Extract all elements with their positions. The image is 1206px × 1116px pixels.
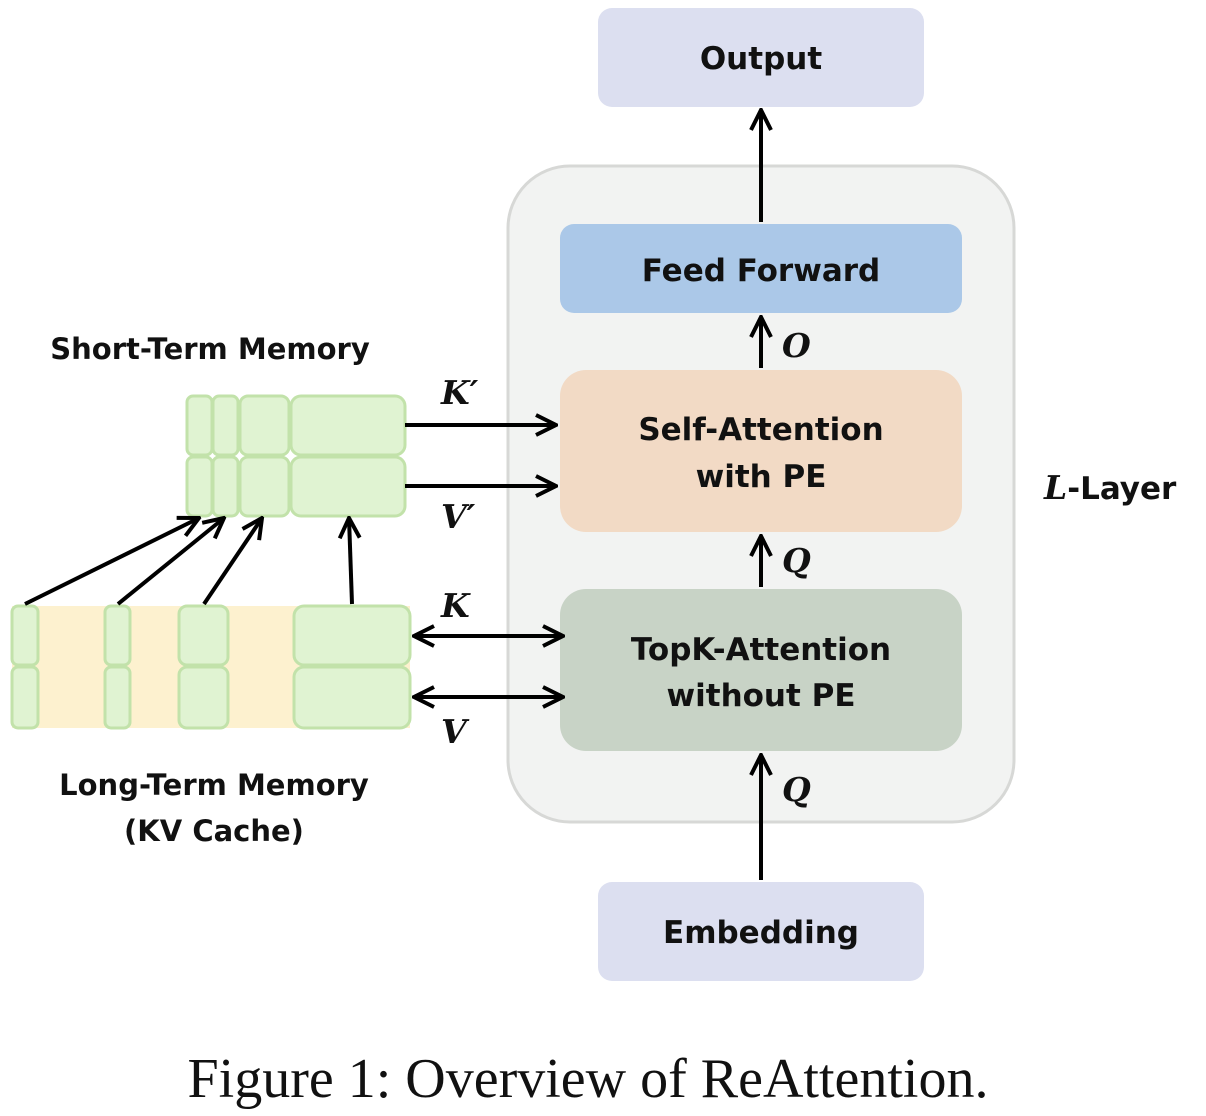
stm-cell (211, 394, 240, 457)
symbol-v-prime: V′ (441, 497, 476, 536)
short-term-memory-label: Short-Term Memory (50, 332, 370, 366)
symbol-q-bottom: Q (782, 770, 811, 809)
self-attention-label-line1: Self-Attention (638, 412, 883, 448)
stm-cell (185, 394, 214, 457)
symbol-k: K (440, 586, 471, 625)
symbol-v: V (441, 712, 470, 751)
embedding-box (598, 882, 924, 981)
figure-caption: Figure 1: Overview of ReAttention. (188, 1048, 989, 1110)
ltm-cell (292, 604, 412, 667)
arrow-select-token-2 (116, 518, 224, 606)
output-box (598, 8, 924, 107)
feed-forward-label: Feed Forward (642, 253, 881, 289)
output-label: Output (700, 41, 823, 77)
arrow-select-token-3 (202, 518, 262, 606)
ltm-cell (177, 604, 230, 667)
stm-cell (185, 455, 214, 518)
arrow-select-token-1 (24, 518, 199, 606)
symbol-q-mid: Q (782, 541, 811, 580)
layer-suffix: -Layer (1067, 471, 1177, 507)
symbol-k-prime: K′ (440, 373, 479, 412)
ltm-cell (10, 665, 40, 730)
self-attention-box (560, 370, 962, 532)
feed-forward-box (560, 224, 962, 313)
ltm-cell (10, 604, 40, 667)
stm-cell (211, 455, 240, 518)
symbol-o: O (782, 326, 811, 365)
arrow-select-token-4 (349, 518, 352, 605)
stm-cell (289, 394, 407, 457)
ltm-cell (177, 665, 230, 730)
ltm-cell (103, 665, 132, 730)
stm-cell (238, 455, 291, 518)
layer-symbol: L (1043, 468, 1067, 507)
short-term-memory-grid (185, 394, 407, 518)
stm-cell (289, 455, 407, 518)
layer-label: L-Layer (1043, 468, 1177, 507)
embedding-label: Embedding (663, 915, 859, 951)
self-attention-label-line2: with PE (696, 459, 827, 495)
ltm-cell (103, 604, 132, 667)
ltm-cell (292, 665, 412, 730)
long-term-memory-label-line2: (KV Cache) (124, 814, 304, 848)
topk-attention-box (560, 589, 962, 751)
topk-attention-label-line2: without PE (666, 678, 855, 714)
topk-attention-label-line1: TopK-Attention (631, 632, 891, 668)
long-term-memory-label-line1: Long-Term Memory (59, 768, 369, 802)
long-term-memory-grid (10, 604, 412, 730)
stm-cell (238, 394, 291, 457)
